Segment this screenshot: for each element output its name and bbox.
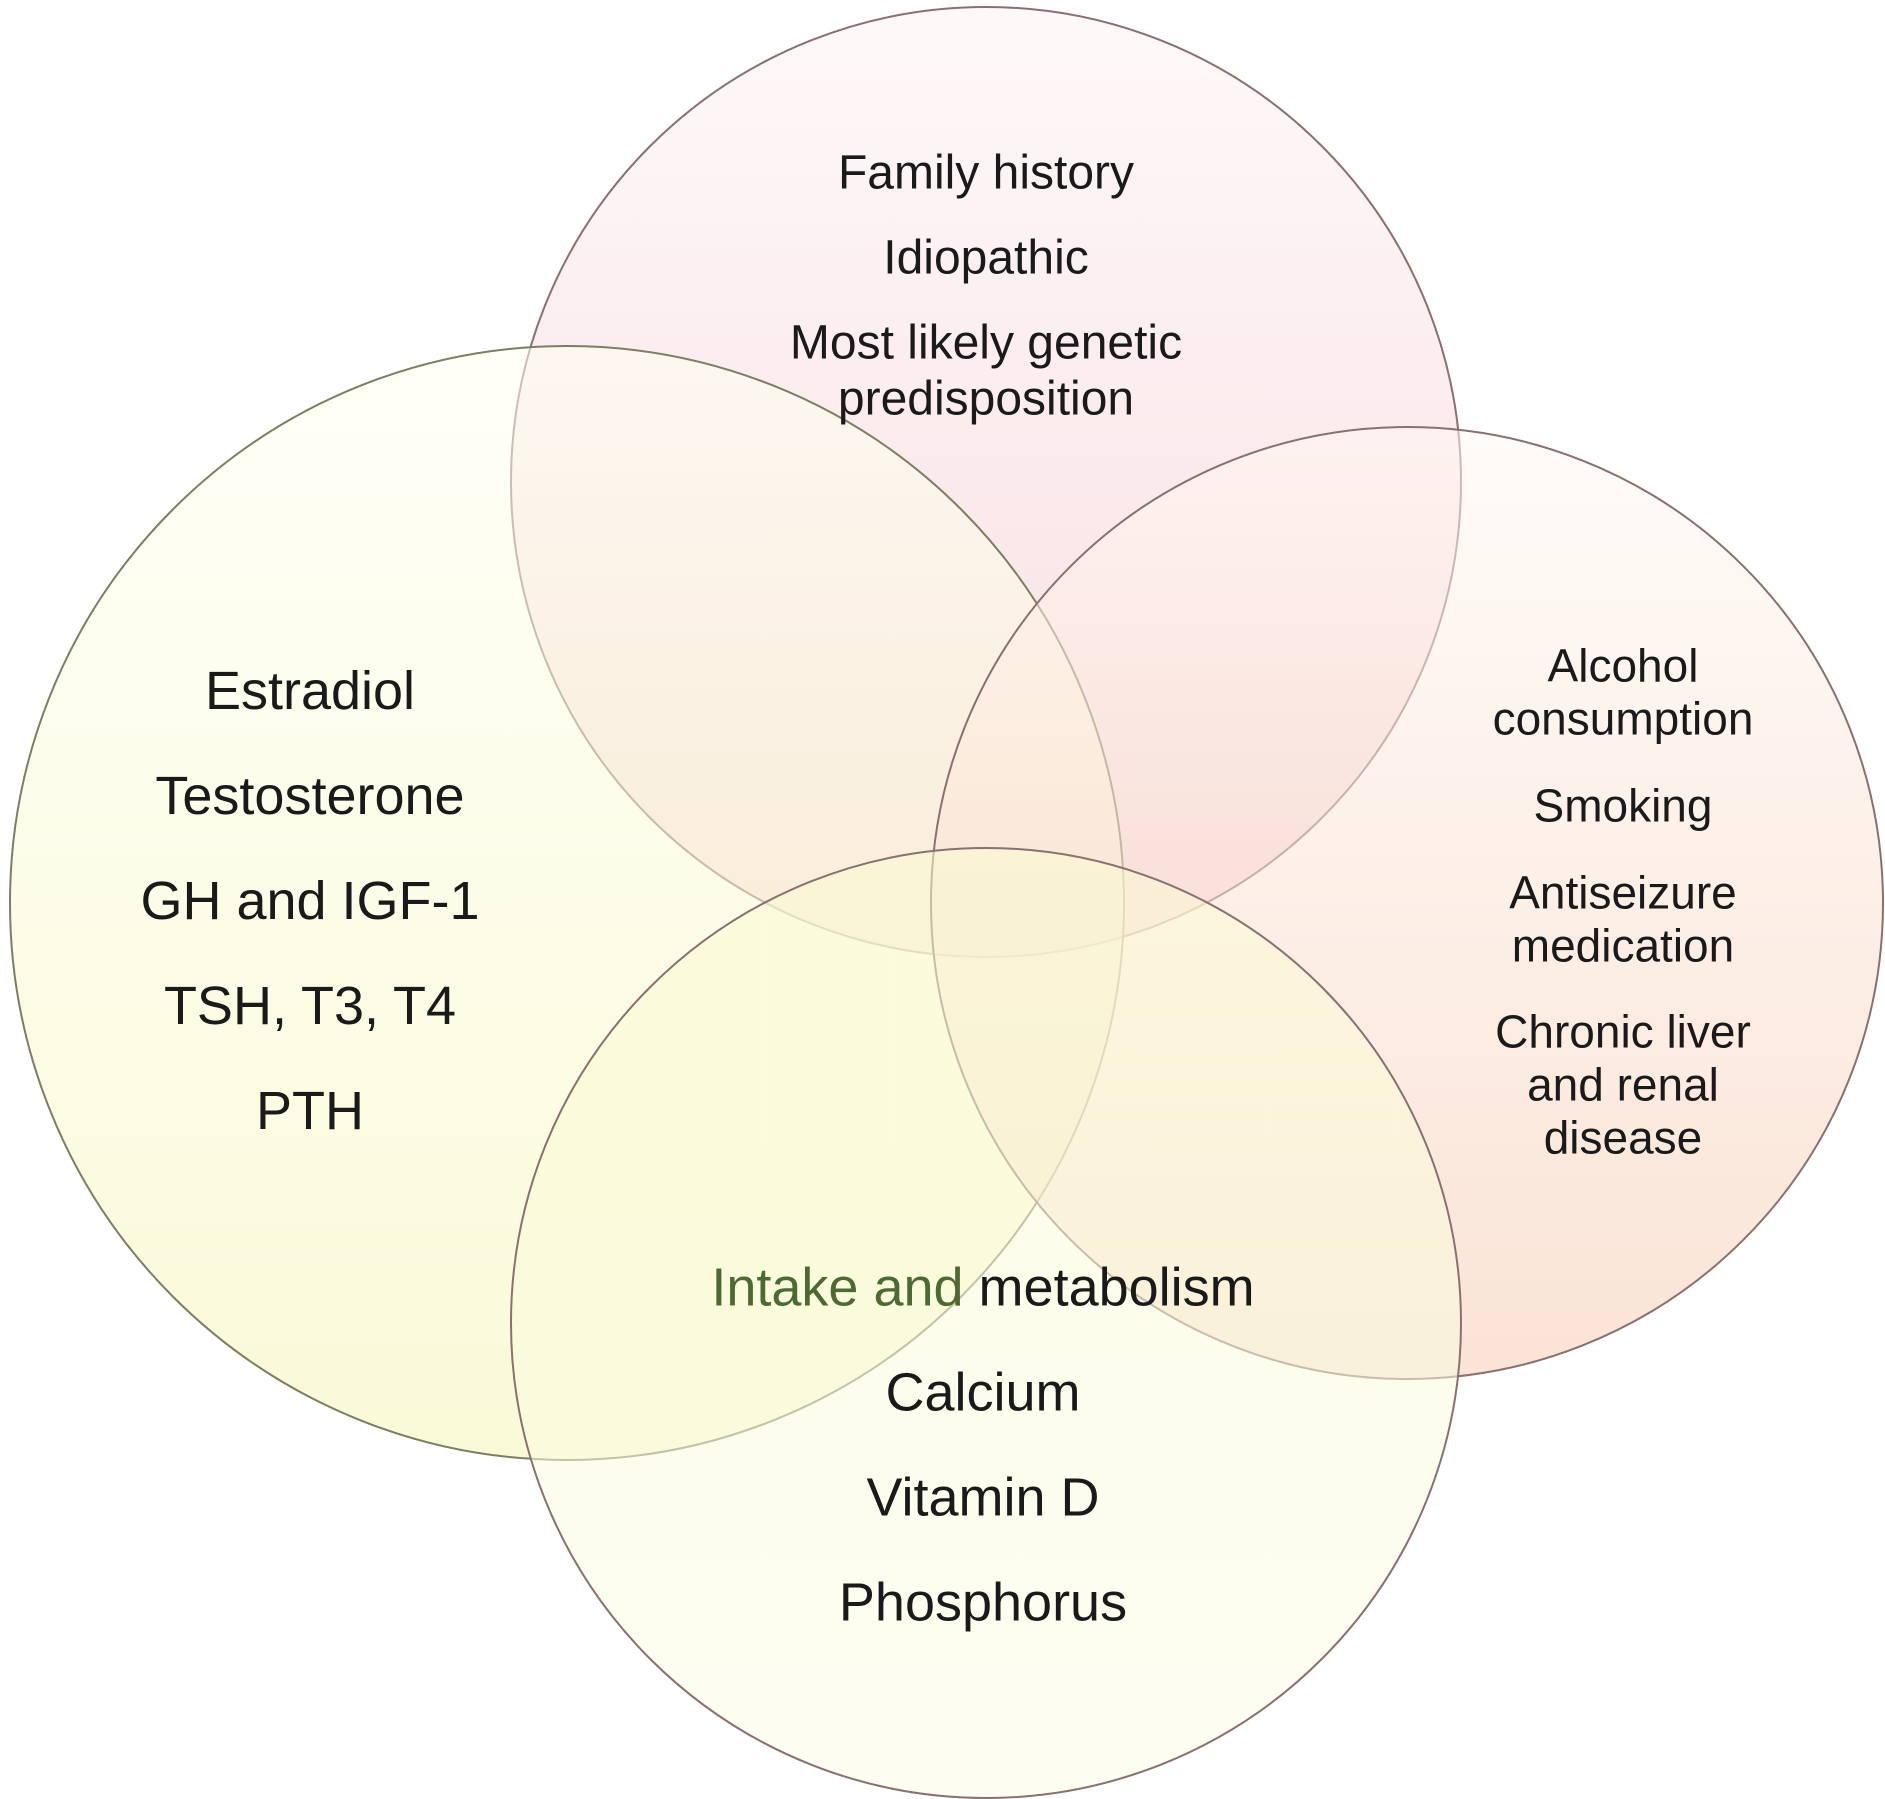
- label-medication: medication: [1511, 919, 1735, 971]
- label-antiseizure: Antiseizure: [1509, 866, 1737, 919]
- label-testosterone: Testosterone: [155, 765, 465, 826]
- circle-bottom: [510, 847, 1462, 1799]
- right-circle-label: Alcohol consumption Smoking Antiseizure …: [1493, 639, 1754, 1164]
- label-calcium: Calcium: [885, 1362, 1081, 1423]
- label-idiopathic: Idiopathic: [883, 231, 1089, 285]
- label-smoking: Smoking: [1533, 779, 1713, 832]
- label-estradiol: Estradiol: [204, 660, 416, 721]
- label-gh-igf1: GH and IGF-1: [140, 870, 480, 931]
- label-consumption: consumption: [1492, 692, 1754, 745]
- label-pth: PTH: [255, 1081, 364, 1142]
- label-chronic-liver: Chronic liver: [1495, 1005, 1751, 1058]
- label-phosphorus: Phosphorus: [838, 1572, 1128, 1633]
- label-predisposition: predisposition: [837, 372, 1135, 426]
- label-genetic: Most likely genetic: [789, 317, 1183, 370]
- top-circle-label: Family history Idiopathic Most likely ge…: [790, 146, 1182, 427]
- label-disease: disease: [1543, 1111, 1703, 1164]
- label-vitamin-d: Vitamin D: [866, 1467, 1100, 1528]
- label-metabolism: metabolism: [963, 1257, 1255, 1318]
- label-renal: and renal: [1527, 1058, 1719, 1111]
- left-circle-label: Estradiol Testosterone GH and IGF-1 TSH,…: [140, 660, 479, 1142]
- label-tsh-t3-t4: TSH, T3, T4: [163, 976, 457, 1037]
- bottom-circle-label: Intake and metabolism Calcium Vitamin D …: [711, 1256, 1254, 1633]
- label-intake-and: Intake and: [711, 1257, 964, 1318]
- label-family-history: Family history: [837, 146, 1135, 200]
- label-alcohol: Alcohol: [1547, 639, 1699, 692]
- label-intake-metabolism: Intake and metabolism: [711, 1256, 1254, 1318]
